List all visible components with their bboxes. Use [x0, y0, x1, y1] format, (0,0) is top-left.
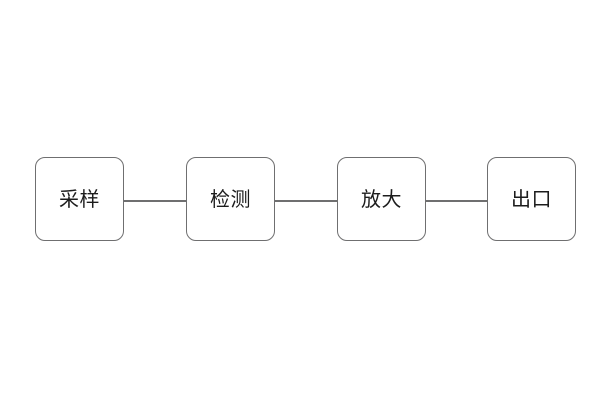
flow-node-label-sampling: 采样: [59, 187, 100, 211]
flow-node-outlet[interactable]: 出口: [487, 157, 576, 241]
flow-node-amplification[interactable]: 放大: [337, 157, 426, 241]
flow-node-label-outlet: 出口: [511, 187, 552, 211]
flow-node-detection[interactable]: 检测: [186, 157, 275, 241]
flow-node-label-amplification: 放大: [361, 187, 402, 211]
connector-detection-to-amplification: [275, 200, 338, 202]
flowchart-row: 采样 检测 放大 出口: [0, 157, 600, 241]
flow-node-label-detection: 检测: [210, 187, 251, 211]
connector-amplification-to-outlet: [426, 200, 488, 202]
flow-node-sampling[interactable]: 采样: [35, 157, 124, 241]
connector-sampling-to-detection: [124, 200, 187, 202]
